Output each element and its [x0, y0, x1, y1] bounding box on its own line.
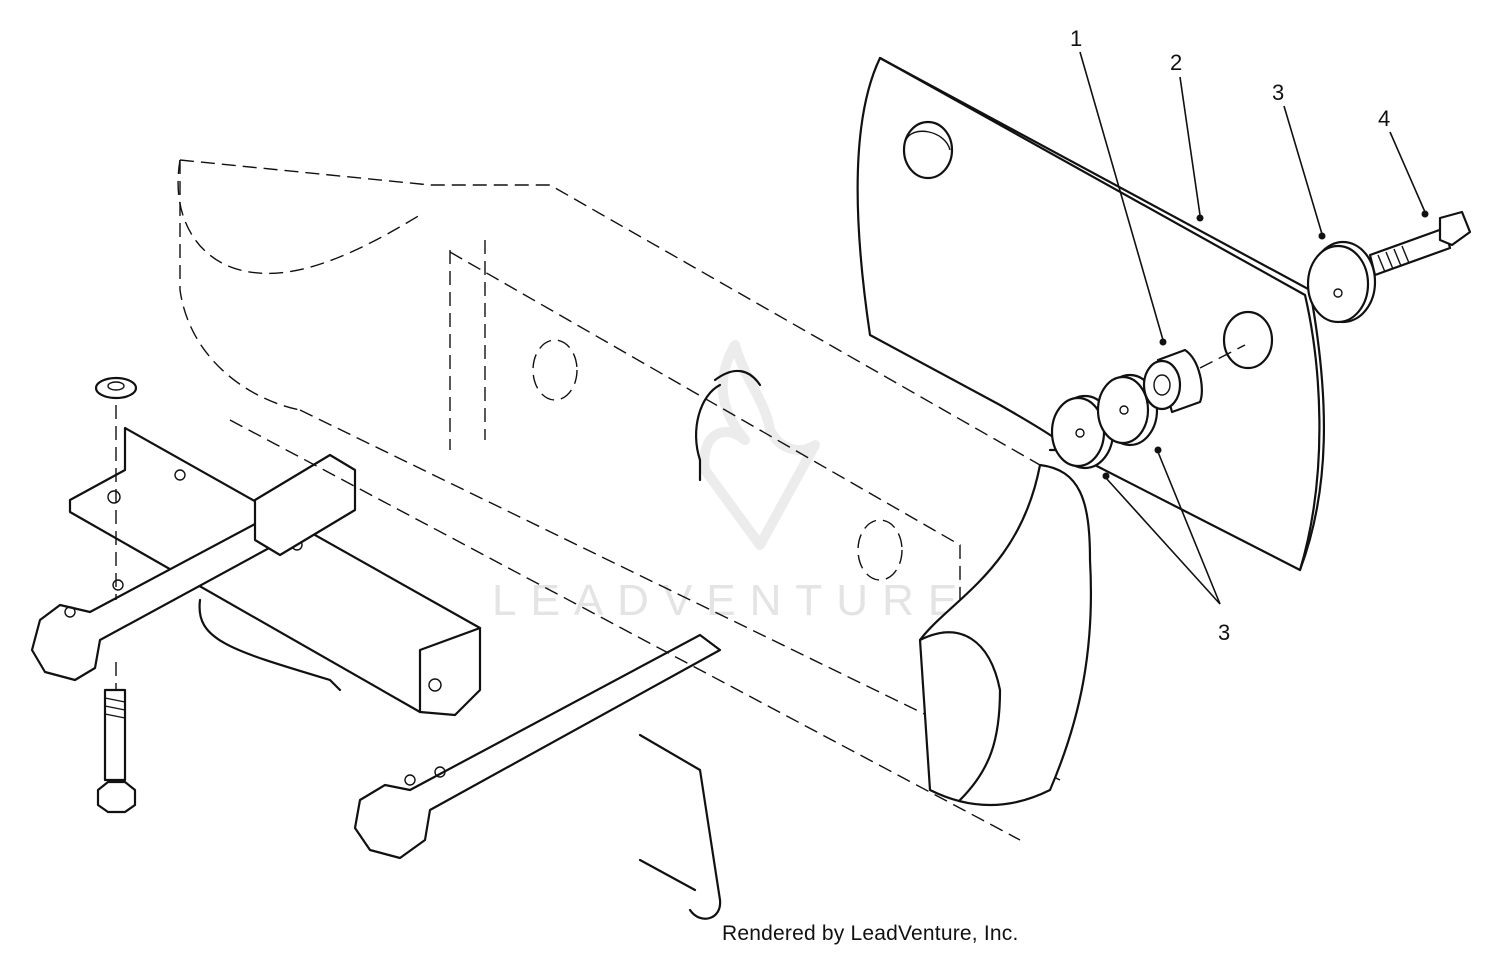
mount-plate-assembly: [30, 426, 722, 920]
callout-3-bottom: 3: [1102, 446, 1230, 645]
callout-label-1: 1: [1070, 26, 1082, 51]
callout-2: 2: [1170, 50, 1204, 222]
watermark-text: LEADVENTURE: [492, 576, 971, 625]
callout-label-2: 2: [1170, 50, 1182, 75]
watermark: LEADVENTURE: [492, 340, 971, 625]
callout-3-top: 3: [1272, 80, 1326, 240]
callout-1: 1: [1070, 26, 1167, 346]
callout-label-3-bottom: 3: [1218, 620, 1230, 645]
callout-label-4: 4: [1378, 106, 1390, 131]
callout-label-3-top: 3: [1272, 80, 1284, 105]
callout-4: 4: [1378, 106, 1429, 218]
leadventure-logo-icon: [699, 340, 820, 550]
render-credit: Rendered by LeadVenture, Inc.: [722, 922, 1019, 945]
weight-block: [856, 56, 1326, 807]
hardware: [94, 210, 1472, 814]
